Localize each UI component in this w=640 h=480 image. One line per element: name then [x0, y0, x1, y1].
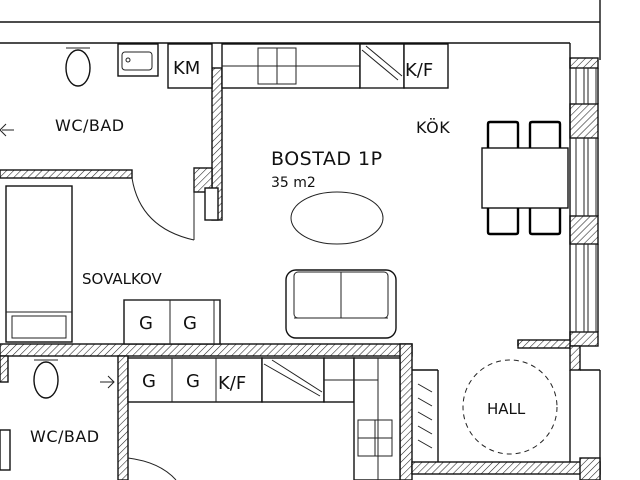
wall-hall	[517, 339, 601, 480]
cabinet-label-kf-lower: K/F	[218, 373, 246, 394]
cabinet-label-g-1: G	[139, 313, 153, 334]
closet-hall	[412, 369, 439, 462]
sink-upper	[117, 43, 159, 77]
wall-middle	[0, 343, 601, 480]
kitchen-counter-top	[167, 43, 449, 89]
room-label-sovalkov: SOVALKOV	[82, 270, 163, 288]
door-bathroom	[131, 168, 195, 241]
door-lower	[127, 457, 177, 480]
building-outline	[0, 0, 601, 60]
arrow-right-icon	[100, 375, 115, 389]
exterior-wall-east	[569, 43, 599, 347]
cabinet-label-g-4: G	[186, 371, 200, 392]
room-label-kok: KÖK	[416, 118, 450, 137]
apartment-area: 35 m2	[271, 175, 316, 191]
room-label-wc-bad-lower: WC/BAD	[30, 427, 100, 446]
wall-bathroom-divider	[193, 67, 223, 221]
wardrobe-row-upper	[123, 299, 221, 345]
apartment-name: BOSTAD 1P	[271, 148, 383, 170]
bed	[5, 185, 73, 343]
dining-chairs	[486, 120, 562, 236]
toilet-lower	[33, 359, 59, 399]
window-east-1	[575, 67, 597, 105]
window-east-3	[575, 243, 597, 333]
dining-table	[481, 147, 569, 209]
cabinet-label-g-2: G	[183, 313, 197, 334]
kitchen-counter-lower	[127, 357, 401, 480]
room-label-wc-bad: WC/BAD	[55, 116, 125, 135]
cabinet-label-kf: K/F	[405, 60, 433, 81]
hall-turning-circle	[462, 359, 558, 455]
arrow-left-icon	[0, 123, 14, 137]
window-east-2	[575, 137, 597, 217]
toilet-upper	[65, 47, 91, 87]
sink-lower	[0, 429, 11, 471]
cabinet-label-g-3: G	[142, 371, 156, 392]
wall-bathroom-south	[0, 169, 133, 179]
room-label-hall: HALL	[487, 400, 526, 418]
cabinet-label-km: KM	[173, 58, 200, 79]
rug	[290, 191, 384, 245]
sofa	[285, 269, 397, 339]
